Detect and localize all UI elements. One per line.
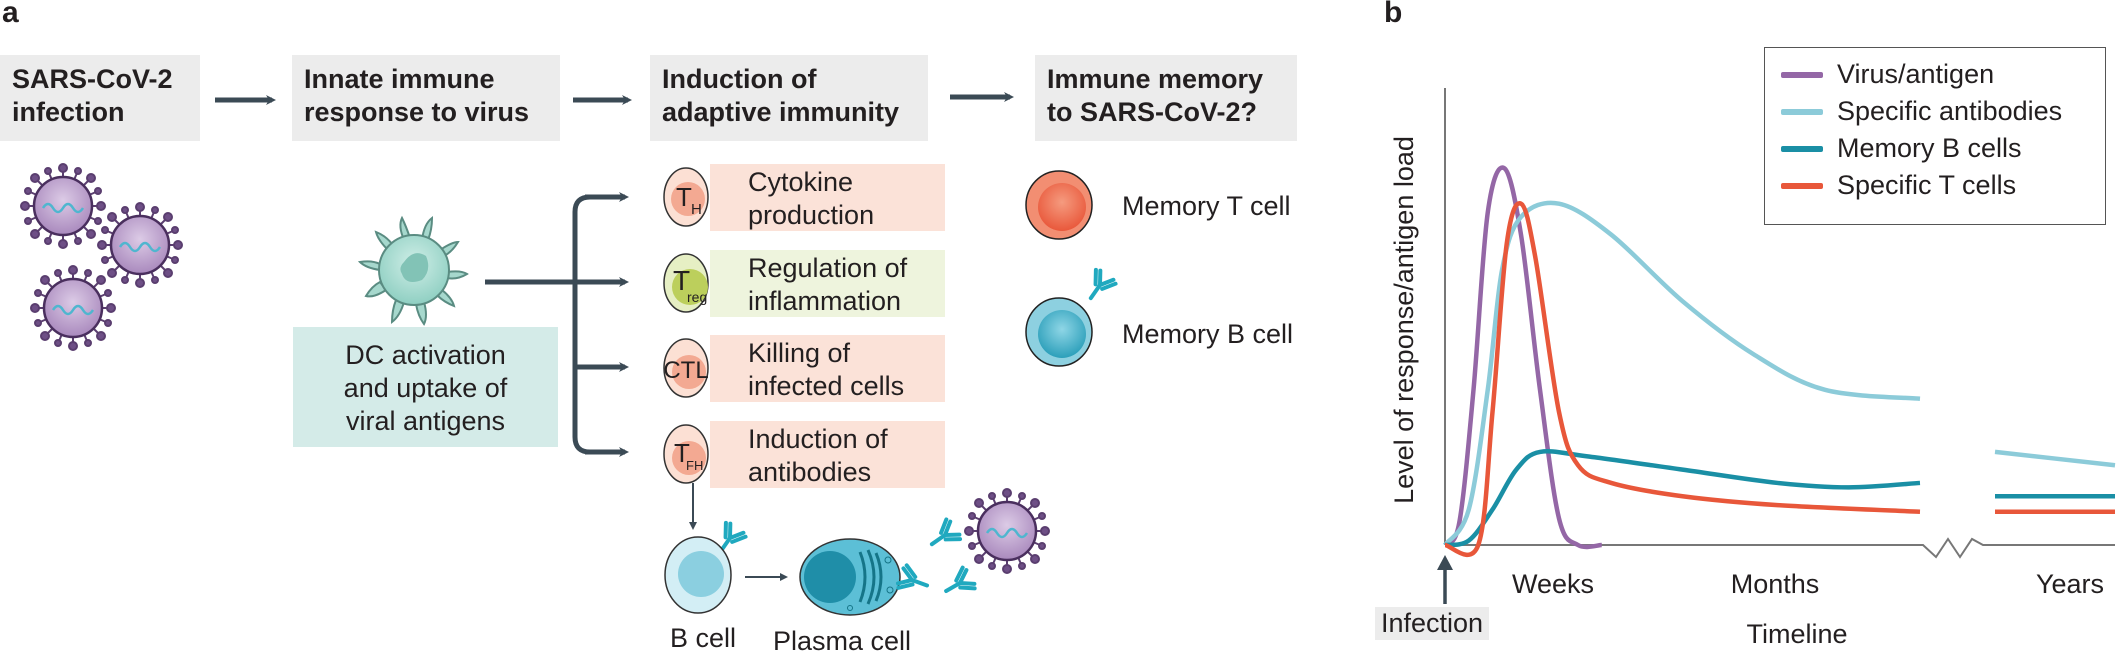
legend-label-antibodies: Specific antibodies [1837, 96, 2063, 126]
th-cell-icon: T H [663, 167, 709, 227]
chart-legend: Virus/antigen Specific antibodies Memory… [1764, 47, 2106, 225]
tcell-box-killing-line1: Killing of [748, 338, 851, 368]
dendritic-cell-icon [357, 215, 469, 326]
y-axis-label: Level of response/antigen load [1389, 136, 1419, 504]
panel-b-label: b [1384, 0, 1403, 29]
legend-swatch-t-cells [1781, 182, 1823, 189]
legend-swatch-memory-b [1781, 145, 1823, 152]
panel-a-graphics: T H T reg CTL T FH [19, 92, 1119, 616]
treg-cell-icon: T reg [663, 253, 709, 313]
legend-item-memory-b: Memory B cells [1781, 130, 2089, 167]
series-line-specific-antibodies-early [1443, 200, 1921, 547]
header-adaptive-line2: adaptive immunity [662, 97, 900, 127]
header-infection-line2: infection [12, 97, 125, 127]
memory-b-cell-icon [1025, 266, 1119, 367]
antibody-icon-2 [894, 562, 934, 599]
header-memory-line1: Immune memory [1047, 64, 1264, 94]
chart-series [1443, 165, 2116, 557]
antibody-icon-1 [923, 516, 964, 557]
legend-item-antibodies: Specific antibodies [1781, 93, 2089, 130]
memory-b-cell-label: Memory B cell [1122, 319, 1294, 349]
virus-icon-2 [96, 201, 184, 289]
header-innate: Innate immune response to virus [292, 55, 560, 141]
virus-icon-1 [19, 162, 107, 250]
tcell-box-antibodies-line1: Induction of [748, 424, 888, 454]
tfh-cell-icon: T FH [663, 424, 709, 484]
panel-a-label: a [2, 0, 19, 29]
header-infection-line1: SARS-CoV-2 [12, 64, 173, 94]
response-timeline-chart: Level of response/antigen load Timeline … [1389, 88, 2116, 649]
header-adaptive-line1: Induction of [662, 64, 817, 94]
tcell-box-regulation: Regulation of inflammation [710, 250, 945, 317]
legend-label-virus: Virus/antigen [1837, 59, 1995, 89]
th-symbol: T [676, 182, 692, 212]
th-subscript: H [691, 201, 702, 218]
legend-item-t-cells: Specific T cells [1781, 167, 2089, 204]
chart-axes [1444, 88, 2115, 559]
tcell-box-antibodies-line2: antibodies [748, 457, 872, 487]
tfh-symbol: T [674, 438, 690, 468]
b-cell-icon [664, 519, 749, 614]
tcell-box-cytokine-line2: production [748, 200, 875, 230]
treg-symbol: T [673, 265, 690, 296]
plasma-cell-icon [799, 538, 901, 616]
ctl-cell-icon: CTL [663, 338, 709, 398]
infection-label: Infection [1375, 607, 1490, 640]
series-line-specific-t-cells-early [1444, 201, 1921, 557]
x-axis-line-with-break [1445, 537, 2115, 559]
virus-icon-4 [963, 487, 1051, 575]
infection-arrow [1437, 555, 1453, 604]
tcell-box-killing-line2: infected cells [748, 371, 905, 401]
legend-swatch-virus [1781, 71, 1823, 78]
legend-label-t-cells: Specific T cells [1837, 170, 2017, 200]
legend-item-virus: Virus/antigen [1781, 56, 2089, 93]
ctl-symbol: CTL [663, 357, 708, 384]
series-line-specific-antibodies-years [1994, 449, 2116, 468]
virus-icon-3 [29, 264, 117, 352]
antibody-icon-3 [938, 564, 979, 604]
x-tick-months: Months [1731, 569, 1820, 599]
header-innate-line2: response to virus [304, 97, 530, 127]
legend-swatch-antibodies [1781, 108, 1823, 115]
x-tick-years: Years [2036, 569, 2104, 599]
memory-t-cell-icon [1025, 170, 1093, 240]
tcell-box-regulation-line2: inflammation [748, 286, 902, 316]
header-innate-line1: Innate immune [304, 64, 495, 94]
header-memory: Immune memory to SARS-CoV-2? [1035, 55, 1297, 141]
b-cell-label: B cell [670, 623, 737, 653]
series-line-virus-antigen-early [1443, 165, 1602, 550]
tcell-box-antibodies: Induction of antibodies [710, 421, 945, 488]
header-adaptive: Induction of adaptive immunity [650, 55, 928, 141]
tfh-subscript: FH [686, 458, 703, 473]
x-tick-weeks: Weeks [1512, 569, 1594, 599]
dc-box-line3: viral antigens [345, 406, 506, 436]
tcell-box-cytokine-line1: Cytokine [748, 167, 854, 197]
tcell-box-killing: Killing of infected cells [710, 335, 945, 402]
tcell-box-regulation-line1: Regulation of [748, 253, 908, 283]
legend-label-memory-b: Memory B cells [1837, 133, 2022, 163]
branch-bracket [572, 194, 625, 455]
dc-box-line2: and uptake of [343, 373, 508, 403]
memory-t-cell-label: Memory T cell [1122, 191, 1291, 221]
dc-box-line1: DC activation [345, 340, 506, 370]
header-infection: SARS-CoV-2 infection [0, 55, 200, 141]
tcell-box-cytokine: Cytokine production [710, 164, 945, 231]
x-axis-label: Timeline [1746, 619, 1847, 649]
header-memory-line2: to SARS-CoV-2? [1047, 97, 1258, 127]
treg-subscript: reg [687, 289, 707, 305]
dc-activation-box: DC activation and uptake of viral antige… [293, 327, 558, 447]
plasma-cell-label: Plasma cell [773, 626, 912, 656]
